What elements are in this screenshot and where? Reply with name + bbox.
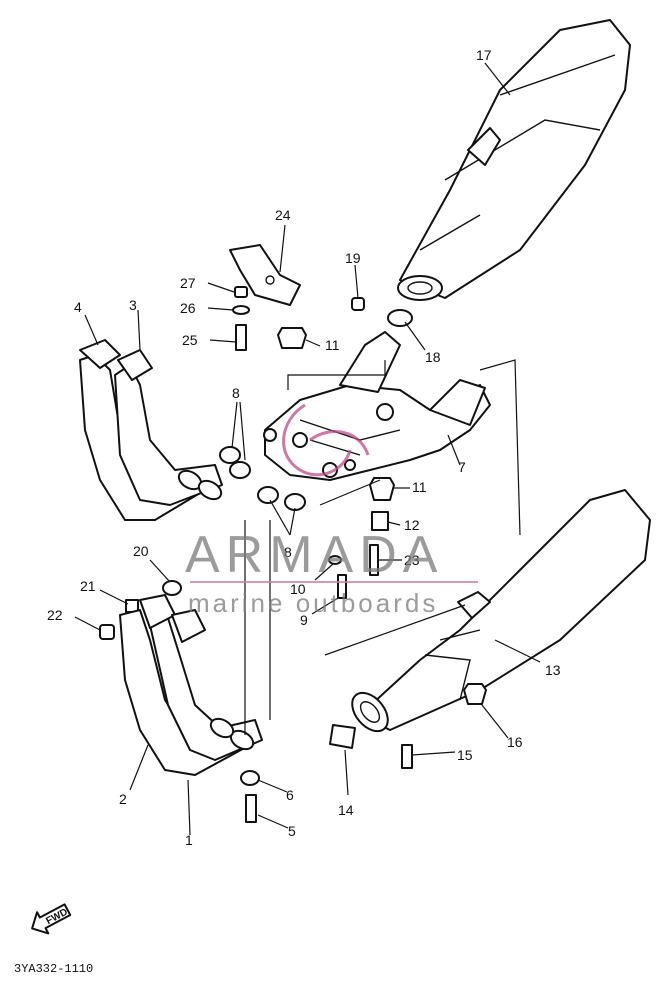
- callout-5: 5: [288, 823, 296, 839]
- callout-25: 25: [182, 332, 198, 348]
- callout-4: 4: [74, 299, 82, 315]
- callout-10: 10: [290, 581, 306, 597]
- callout-8-lower: 8: [284, 544, 292, 560]
- callout-20: 20: [133, 543, 149, 559]
- callout-19: 19: [345, 250, 361, 266]
- lower-exhaust-pipes: [119, 594, 263, 776]
- upper-exhaust-pipes: [79, 339, 223, 521]
- callout-9: 9: [300, 612, 308, 628]
- callout-23: 23: [404, 552, 420, 568]
- watermark-tagline: marine outboards: [188, 588, 438, 618]
- callout-16: 16: [507, 734, 523, 750]
- callout-leaders: [74, 62, 541, 836]
- fwd-arrow: FWD: [31, 903, 72, 935]
- callout-17: 17: [476, 47, 492, 63]
- callout-11-upper: 11: [325, 337, 340, 353]
- callout-6: 6: [286, 787, 294, 803]
- callout-18: 18: [425, 349, 441, 365]
- watermark-brand: ARMADA: [185, 526, 443, 584]
- callout-numbers: 17 19 24 27 26 25 11 18 4 3 8 7 11 12 8 …: [47, 47, 561, 848]
- callout-8-upper: 8: [232, 385, 240, 401]
- diagram-code: 3YA332-1110: [14, 962, 93, 976]
- callout-1: 1: [185, 832, 193, 848]
- callout-7: 7: [458, 459, 466, 475]
- watermark-logo: [282, 403, 370, 477]
- bracket-24: [229, 244, 301, 306]
- callout-14: 14: [338, 802, 354, 818]
- watermark: ARMADA marine outboards: [185, 403, 478, 618]
- callout-27: 27: [180, 275, 196, 291]
- fwd-label: FWD: [44, 907, 69, 927]
- callout-11-lower: 11: [412, 479, 427, 495]
- callout-22: 22: [47, 607, 63, 623]
- callout-21: 21: [80, 578, 96, 594]
- callout-15: 15: [457, 747, 473, 763]
- callout-3: 3: [129, 297, 137, 313]
- callout-24: 24: [275, 207, 291, 223]
- callout-2: 2: [119, 791, 127, 807]
- callout-26: 26: [180, 300, 196, 316]
- collector-chamber: [263, 331, 491, 481]
- upper-muffler: [397, 19, 631, 301]
- callout-13: 13: [545, 662, 561, 678]
- assembly-lines: [244, 359, 521, 735]
- callout-12: 12: [404, 517, 420, 533]
